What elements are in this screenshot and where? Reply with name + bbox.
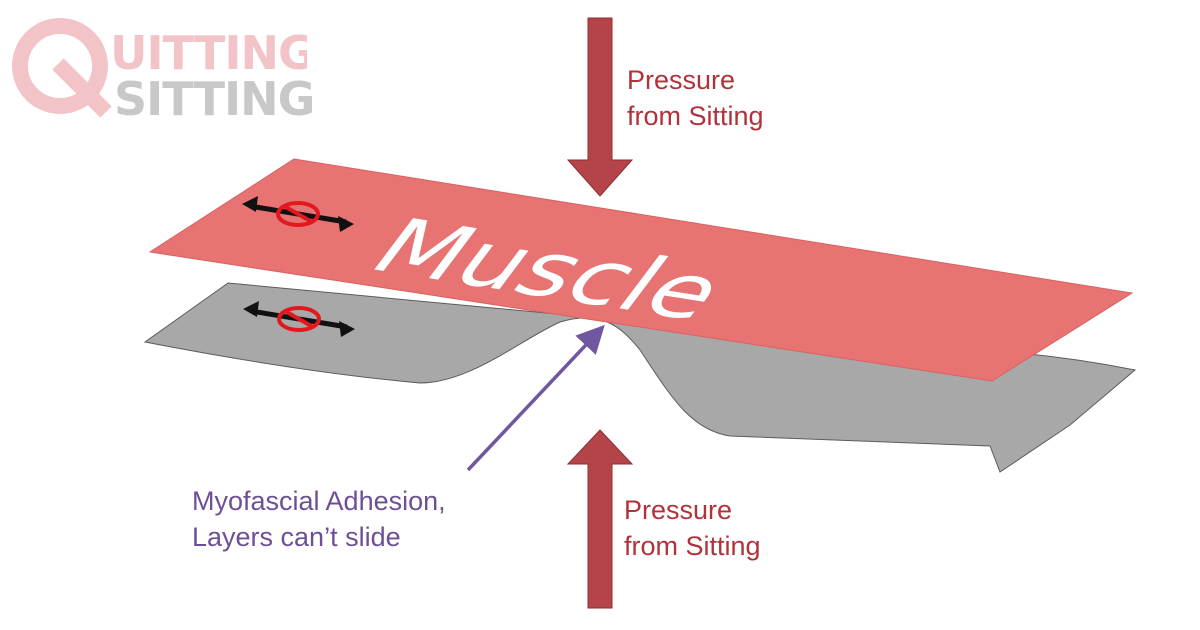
pressure-label-top-line2: from Sitting <box>627 101 764 131</box>
adhesion-label: Myofascial Adhesion, Layers can’t slide <box>192 483 446 555</box>
adhesion-pointer-arrow <box>466 324 605 472</box>
pressure-arrow-down-icon <box>566 17 634 197</box>
pressure-label-top: Pressure from Sitting <box>627 62 764 134</box>
pressure-label-bottom-line1: Pressure <box>624 495 733 525</box>
quitting-sitting-logo: QUITTING SITTING <box>8 12 315 124</box>
logo-word-bottom: SITTING <box>114 72 315 126</box>
blocked-slide-icon <box>243 301 355 337</box>
blocked-slide-icon <box>242 196 354 232</box>
pressure-arrow-up-icon <box>566 429 634 609</box>
pressure-label-bottom-line2: from Sitting <box>624 531 761 561</box>
adhesion-label-line1: Myofascial Adhesion, <box>192 486 446 516</box>
pressure-label-bottom: Pressure from Sitting <box>624 492 761 564</box>
muscle-layer <box>148 158 1134 382</box>
adhesion-label-line2: Layers can’t slide <box>192 522 401 552</box>
logo-word-top: QUITTING <box>72 28 307 78</box>
pressure-label-top-line1: Pressure <box>627 65 736 95</box>
logo-q-icon <box>12 18 112 118</box>
logo-word-top-text: UITTING <box>110 28 307 78</box>
